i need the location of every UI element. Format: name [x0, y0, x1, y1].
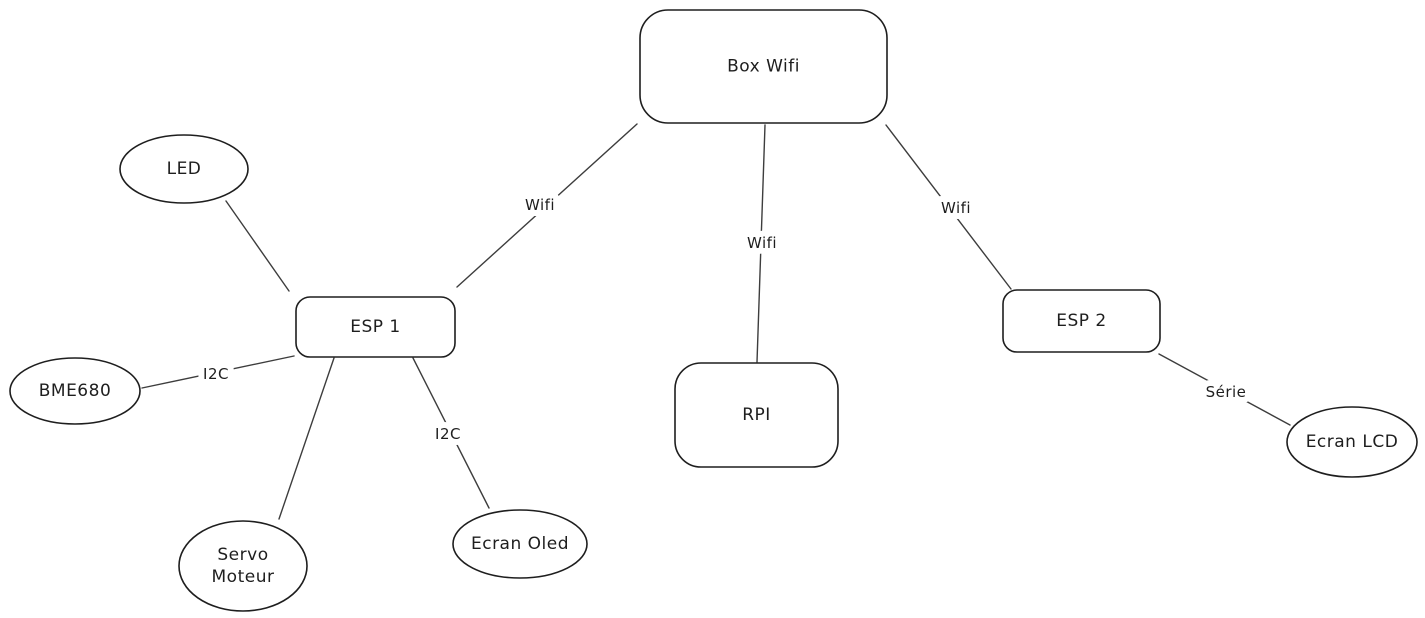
ecran-lcd-shape[interactable]: [1286, 406, 1418, 478]
ecran-oled-shape[interactable]: [452, 509, 588, 579]
led-label: LED: [167, 159, 202, 179]
node-box-wifi[interactable]: Box Wifi: [639, 9, 888, 124]
edge-label-esp-2-ecran-lcd: Série: [1206, 383, 1247, 401]
rpi-shape[interactable]: [674, 362, 839, 468]
edge-label-box-wifi-esp-2: Wifi: [941, 199, 971, 217]
edge-box-wifi-esp-1[interactable]: [456, 123, 638, 288]
ecran-lcd-label: Ecran LCD: [1306, 432, 1399, 452]
edge-esp-1-servo-moteur[interactable]: [278, 357, 335, 520]
rpi-label-line: RPI: [742, 405, 771, 425]
edge-label-box-wifi-esp-1: Wifi: [525, 196, 555, 214]
edge-led-esp-1[interactable]: [225, 200, 290, 292]
rpi-label: RPI: [742, 405, 771, 425]
edge-box-wifi-esp-2[interactable]: [885, 124, 1012, 290]
box-wifi-shape[interactable]: [639, 9, 888, 124]
servo-moteur-label-line: Moteur: [212, 567, 275, 587]
node-led[interactable]: LED: [119, 134, 249, 204]
led-shape[interactable]: [119, 134, 249, 204]
bme680-label: BME680: [39, 381, 112, 401]
led-label-line: LED: [167, 159, 202, 179]
box-wifi-label-line: Box Wifi: [727, 57, 800, 77]
ecran-oled-label: Ecran Oled: [471, 534, 569, 554]
edge-label-esp-1-ecran-oled: I2C: [435, 425, 461, 443]
esp-1-shape[interactable]: [295, 296, 456, 358]
servo-moteur-shape[interactable]: [178, 520, 308, 612]
esp-2-label-line: ESP 2: [1056, 311, 1107, 331]
servo-moteur-label-line: Servo: [217, 545, 268, 565]
node-rpi[interactable]: RPI: [674, 362, 839, 468]
esp-1-label-line: ESP 1: [350, 317, 401, 337]
box-wifi-label: Box Wifi: [727, 57, 800, 77]
edge-label-bme680-esp-1: I2C: [203, 365, 229, 383]
node-ecran-lcd[interactable]: Ecran LCD: [1286, 406, 1418, 478]
edge-label-box-wifi-rpi: Wifi: [747, 234, 777, 252]
ecran-oled-label-line: Ecran Oled: [471, 534, 569, 554]
edge-box-wifi-rpi[interactable]: [756, 124, 766, 363]
edge-esp-1-ecran-oled[interactable]: [412, 357, 490, 509]
ecran-lcd-label-line: Ecran LCD: [1306, 432, 1399, 452]
node-bme680[interactable]: BME680: [9, 357, 141, 425]
esp-1-label: ESP 1: [350, 317, 401, 337]
node-esp-1[interactable]: ESP 1: [295, 296, 456, 358]
esp-2-shape[interactable]: [1002, 289, 1161, 353]
node-ecran-oled[interactable]: Ecran Oled: [452, 509, 588, 579]
edge-bme680-esp-1[interactable]: [141, 355, 295, 389]
bme680-shape[interactable]: [9, 357, 141, 425]
bme680-label-line: BME680: [39, 381, 112, 401]
esp-2-label: ESP 2: [1056, 311, 1107, 331]
node-esp-2[interactable]: ESP 2: [1002, 289, 1161, 353]
edge-esp-2-ecran-lcd[interactable]: [1158, 353, 1291, 426]
